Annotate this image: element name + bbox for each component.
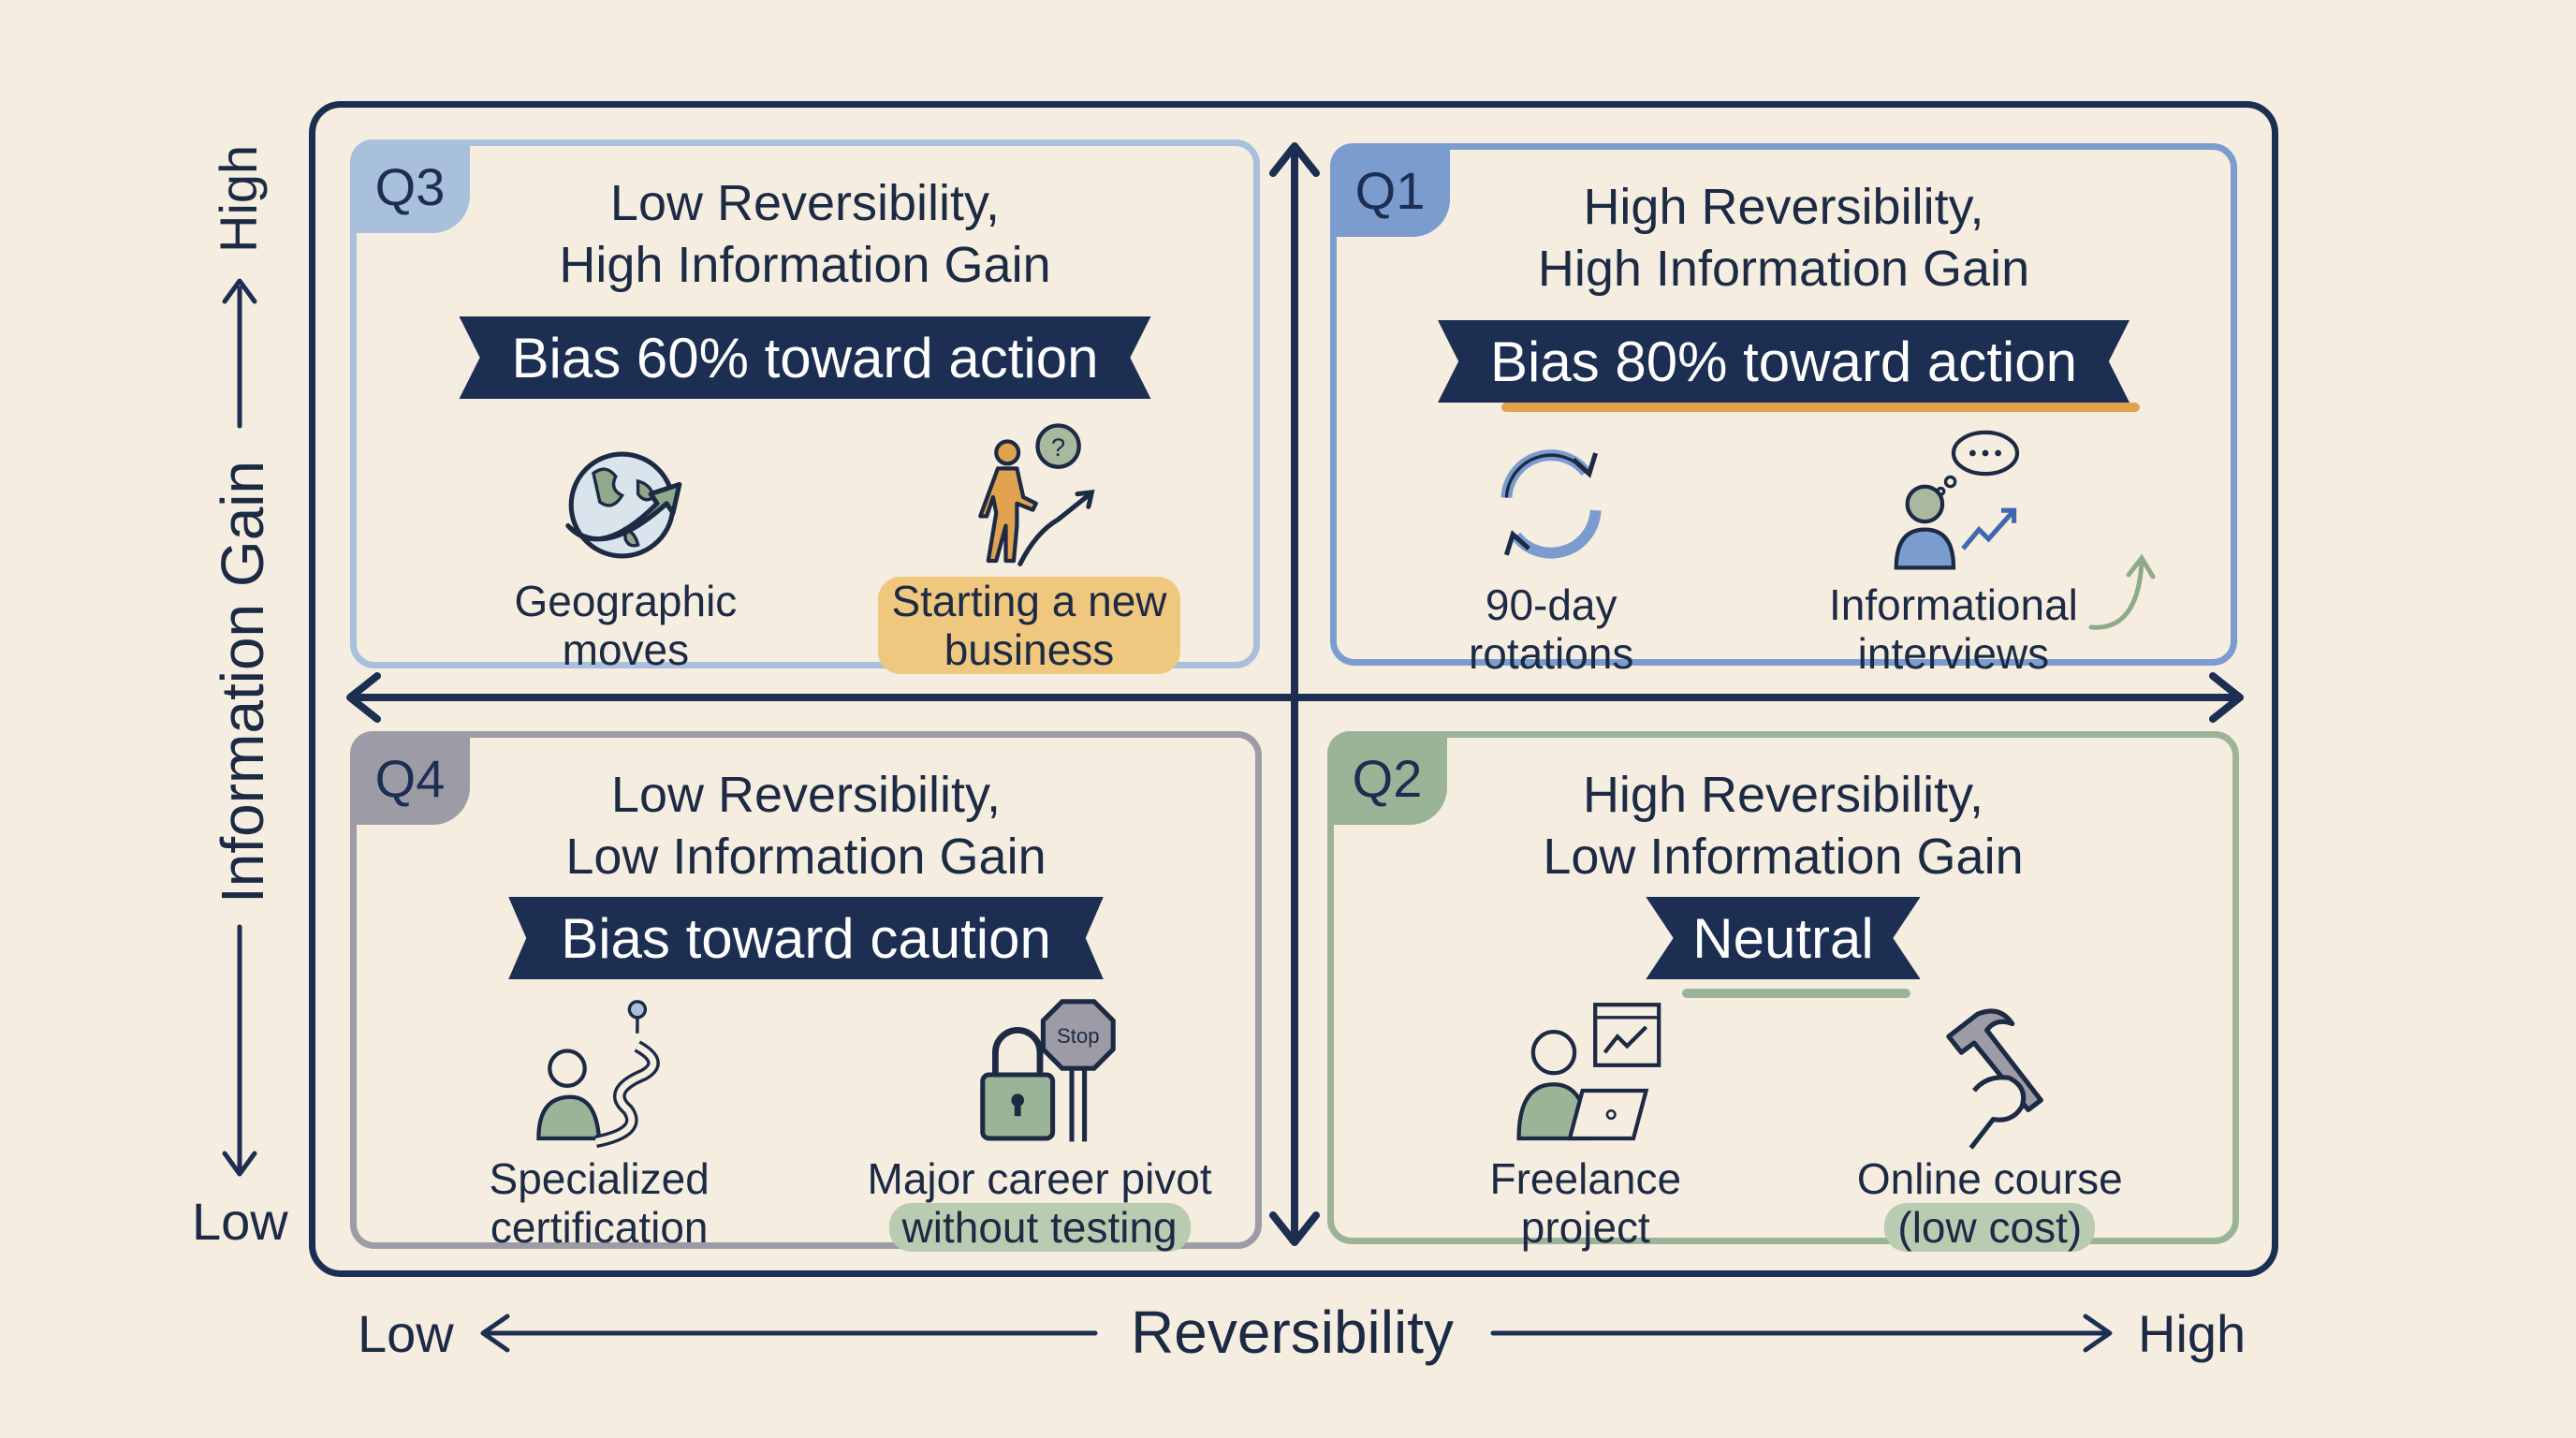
- person-thought-chart-icon: [1894, 430, 2020, 570]
- curved-arrow-icon: [2088, 553, 2156, 630]
- x-axis-high-label: High: [2138, 1304, 2247, 1363]
- person-laptop-icon: [1516, 1003, 1661, 1141]
- lock-stop-sign-icon: Stop: [979, 999, 1116, 1142]
- title-line: High Information Gain: [1537, 241, 2030, 297]
- svg-text:Stop: Stop: [1057, 1024, 1099, 1048]
- recommendation-banner: Neutral: [1646, 897, 1921, 979]
- recommendation-banner: Bias toward caution: [508, 897, 1104, 979]
- arrow-left-icon: [346, 672, 381, 723]
- quadrant-q4: Q4 Low Reversibility, Low Information Ga…: [350, 731, 1262, 1252]
- recommendation-banner: Bias 60% toward action: [459, 316, 1151, 399]
- title-line: Low Reversibility,: [610, 767, 1002, 823]
- title-line: High Reversibility,: [1582, 767, 1984, 823]
- x-axis-left-arrow-icon: [480, 1313, 510, 1353]
- x-axis-right-arrow-icon: [2083, 1313, 2113, 1353]
- hammer-hand-icon: [1946, 1008, 2043, 1150]
- quadrant-badge: Q4: [350, 731, 470, 825]
- y-axis-title: Information Gain: [209, 460, 276, 903]
- quadrant-badge: Q2: [1327, 731, 1447, 825]
- title-line: High Information Gain: [559, 237, 1051, 293]
- quadrant-title: High Reversibility, High Information Gai…: [1337, 176, 2231, 300]
- title-line: Low Reversibility,: [609, 175, 1001, 231]
- quadrant-badge: Q1: [1330, 143, 1450, 237]
- quadrant-q1: Q1 High Reversibility, High Information …: [1330, 143, 2237, 678]
- x-axis-low-label: Low: [358, 1304, 454, 1363]
- example-item: Online course(low cost): [1793, 995, 2187, 1252]
- globe-arrow-icon: [565, 451, 682, 559]
- quadrant-title: High Reversibility, Low Information Gain: [1334, 764, 2232, 888]
- title-line: High Reversibility,: [1583, 179, 1984, 235]
- x-axis-title: Reversibility: [1131, 1299, 1454, 1366]
- item-label: Online course(low cost): [1856, 1154, 2123, 1252]
- person-climbing-question-icon: ?: [977, 423, 1095, 566]
- quadrant-title: Low Reversibility, High Information Gain: [357, 172, 1253, 296]
- y-axis-high-label: High: [209, 144, 268, 253]
- y-axis-up-arrow-icon: [222, 278, 257, 304]
- quadrant-badge: Q3: [350, 139, 470, 233]
- quadrant-q2: Q2 High Reversibility, Low Information G…: [1327, 731, 2239, 1252]
- arrow-down-icon: [1269, 1211, 1320, 1246]
- y-axis-low-label: Low: [192, 1192, 288, 1251]
- green-underline: [1682, 989, 1910, 998]
- arrow-right-icon: [2209, 672, 2244, 723]
- title-line: Low Information Gain: [565, 829, 1046, 885]
- y-axis-down-arrow-icon: [222, 1151, 257, 1177]
- orange-underline: [1501, 403, 2140, 412]
- quadrant-q3: Q3 Low Reversibility, High Information G…: [350, 139, 1260, 674]
- svg-text:?: ?: [1051, 433, 1065, 462]
- recommendation-banner: Bias 80% toward action: [1437, 320, 2130, 403]
- quadrant-title: Low Reversibility, Low Information Gain: [357, 764, 1255, 888]
- title-line: Low Information Gain: [1543, 829, 2024, 885]
- matrix-frame: [309, 101, 2278, 1277]
- thinking-person-road-icon: [536, 1000, 660, 1149]
- cycle-arrows-icon: [1500, 449, 1602, 559]
- arrow-up-icon: [1269, 142, 1320, 177]
